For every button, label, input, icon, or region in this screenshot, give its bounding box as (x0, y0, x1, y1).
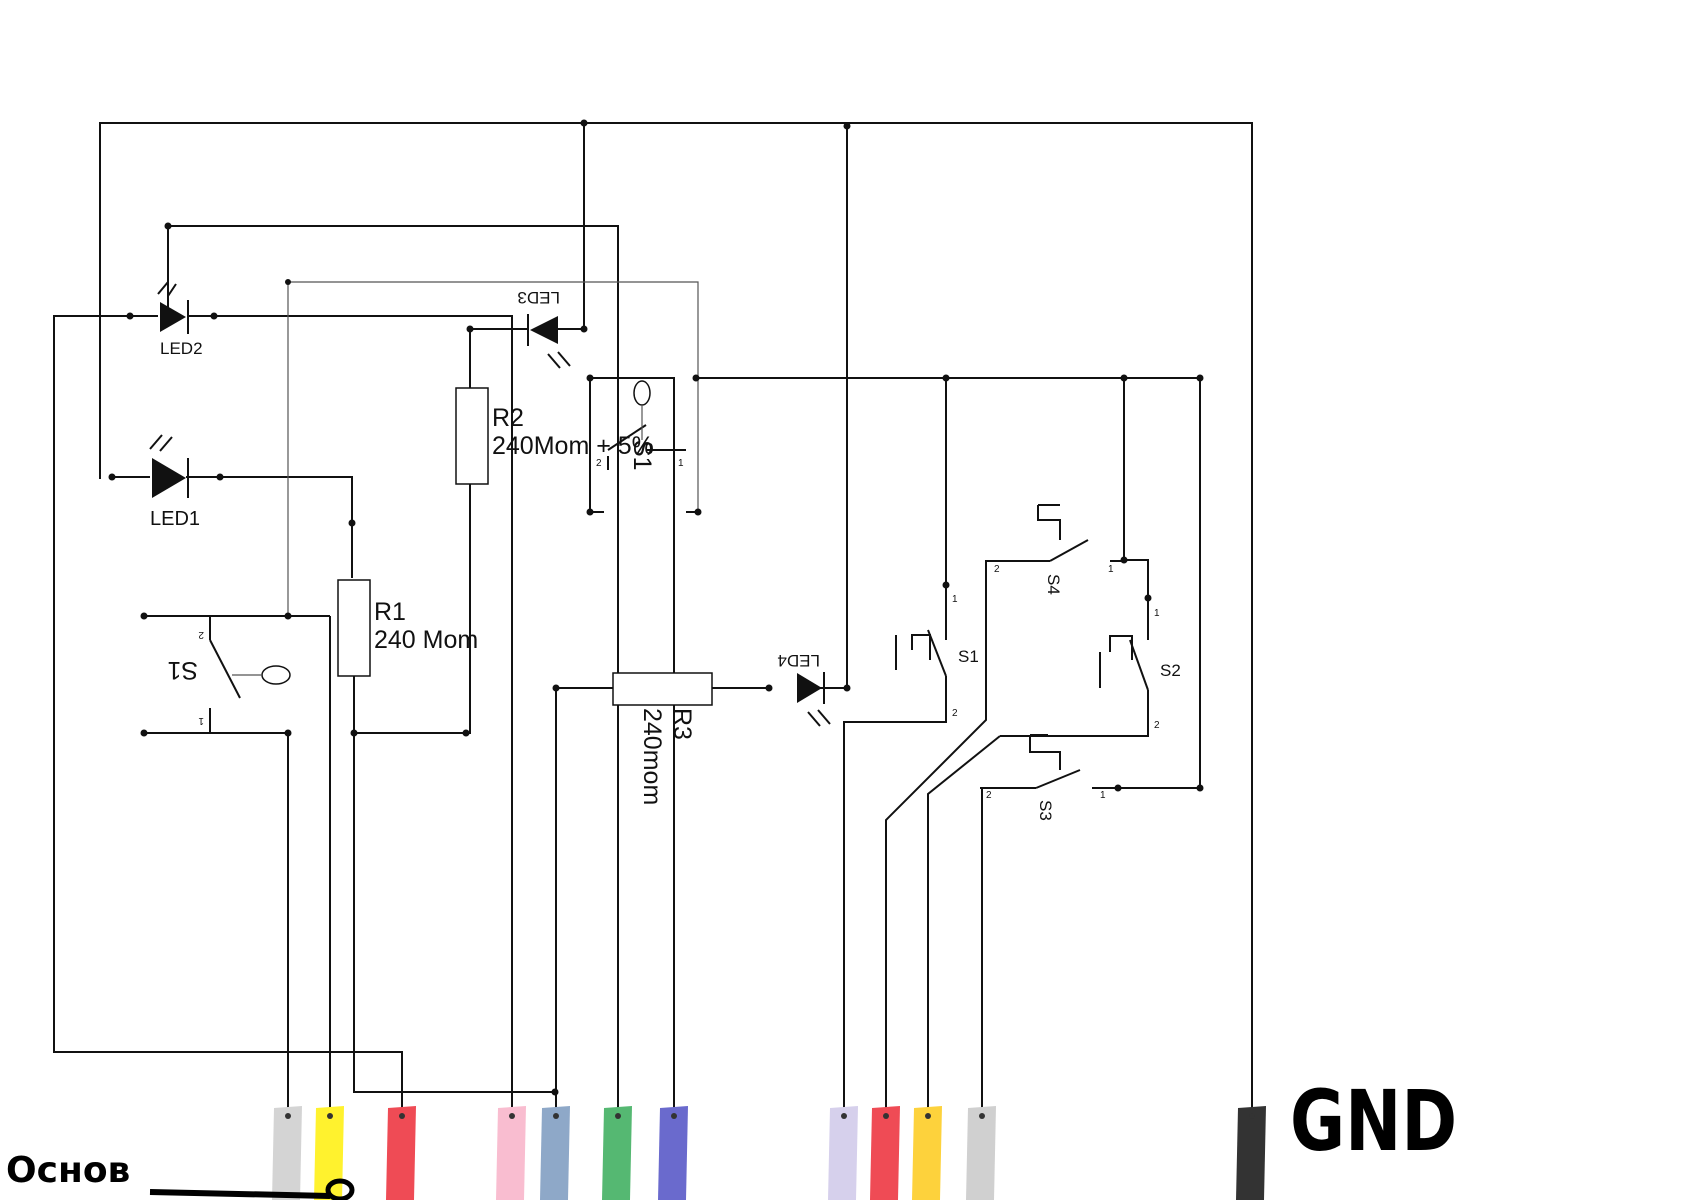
s1-left-pin1: 1 (198, 715, 204, 726)
wire-end-left-1-pin (285, 1113, 291, 1119)
r2-name: R2 (492, 404, 524, 432)
wire-end-left-1 (272, 1106, 302, 1200)
switch-s4: 2 1 S4 (990, 504, 1124, 595)
wire-end-left-3-pin (399, 1113, 405, 1119)
r1-name: R1 (374, 598, 406, 626)
switch-s1-left: 2 1 S1 (167, 616, 291, 733)
s4-pin1: 1 (1108, 564, 1114, 575)
wire-end-left-4 (496, 1106, 526, 1200)
s1-left-pin2: 2 (198, 629, 204, 640)
led2: LED2 (157, 281, 203, 358)
switch-s1-right: 1 2 S1 (895, 585, 979, 719)
s2-label: S2 (1160, 661, 1181, 680)
wire-end-right-4 (966, 1106, 996, 1200)
wire-end-right-4-pin (979, 1113, 985, 1119)
wire-end-gnd (1236, 1106, 1266, 1200)
wire-terminals (272, 1106, 1266, 1200)
wire-end-left-6-pin (615, 1113, 621, 1119)
s3-label: S3 (1036, 800, 1055, 821)
wire-end-left-7-pin (671, 1113, 677, 1119)
led2-label: LED2 (160, 339, 203, 358)
wire-end-left-5 (540, 1106, 570, 1200)
r3-value: 240mom (638, 708, 666, 805)
led1-label: LED1 (150, 508, 200, 530)
s3-pin1: 1 (1100, 790, 1106, 801)
s1-top-label: S1 (628, 440, 656, 471)
wire-end-left-6 (602, 1106, 632, 1200)
led4: LED4 (777, 651, 831, 727)
s1-left-label: S1 (167, 656, 198, 684)
wire-end-left-4-pin (509, 1113, 515, 1119)
s2-pin2: 2 (1154, 720, 1160, 731)
s1-right-pin2: 2 (952, 708, 958, 719)
s1-top-pin2: 2 (596, 458, 602, 469)
s2-pin1: 1 (1154, 608, 1160, 619)
led3: LED3 (517, 288, 571, 369)
wire-end-left-2 (314, 1106, 344, 1200)
s1-right-label: S1 (958, 647, 979, 666)
s4-label: S4 (1044, 574, 1063, 595)
resistor-r2: R2 240Mom + 5% (455, 387, 654, 485)
resistor-r1: R1 240 Mom (337, 579, 478, 677)
thin-wires (287, 281, 699, 616)
resistor-r3: R3 240mom (612, 672, 713, 805)
wires (53, 122, 1253, 1112)
wire-end-left-7 (658, 1106, 688, 1200)
s4-pin2: 2 (994, 564, 1000, 575)
wire-end-right-3 (912, 1106, 942, 1200)
led4-label: LED4 (777, 651, 820, 670)
led3-label: LED3 (517, 288, 560, 307)
switch-s3: 2 1 S3 (980, 734, 1118, 821)
s1-right-pin1: 1 (952, 594, 958, 605)
wire-end-gnd-pin (1249, 1113, 1255, 1119)
r3-name: R3 (668, 708, 696, 740)
junctions (108, 119, 1204, 1096)
switch-s1-top: 2 1 S1 (589, 378, 698, 513)
wire-end-right-2 (870, 1106, 900, 1200)
gnd-label: GND (1290, 1072, 1457, 1170)
annotations: GND Основ (6, 1072, 1457, 1200)
wire-end-left-3 (386, 1106, 416, 1200)
wire-end-right-2-pin (883, 1113, 889, 1119)
wire-end-right-3-pin (925, 1113, 931, 1119)
switch-s2: 1 2 S2 (1099, 598, 1181, 731)
s1-top-pin1: 1 (678, 458, 684, 469)
r1-value: 240 Mom (374, 626, 478, 654)
osnov-label: Основ (6, 1150, 130, 1191)
wire-end-left-2-pin (327, 1113, 333, 1119)
wire-end-right-1-pin (841, 1113, 847, 1119)
s3-pin2: 2 (986, 790, 992, 801)
wire-end-left-5-pin (553, 1113, 559, 1119)
led1: LED1 (149, 434, 200, 530)
wire-end-right-1 (828, 1106, 858, 1200)
